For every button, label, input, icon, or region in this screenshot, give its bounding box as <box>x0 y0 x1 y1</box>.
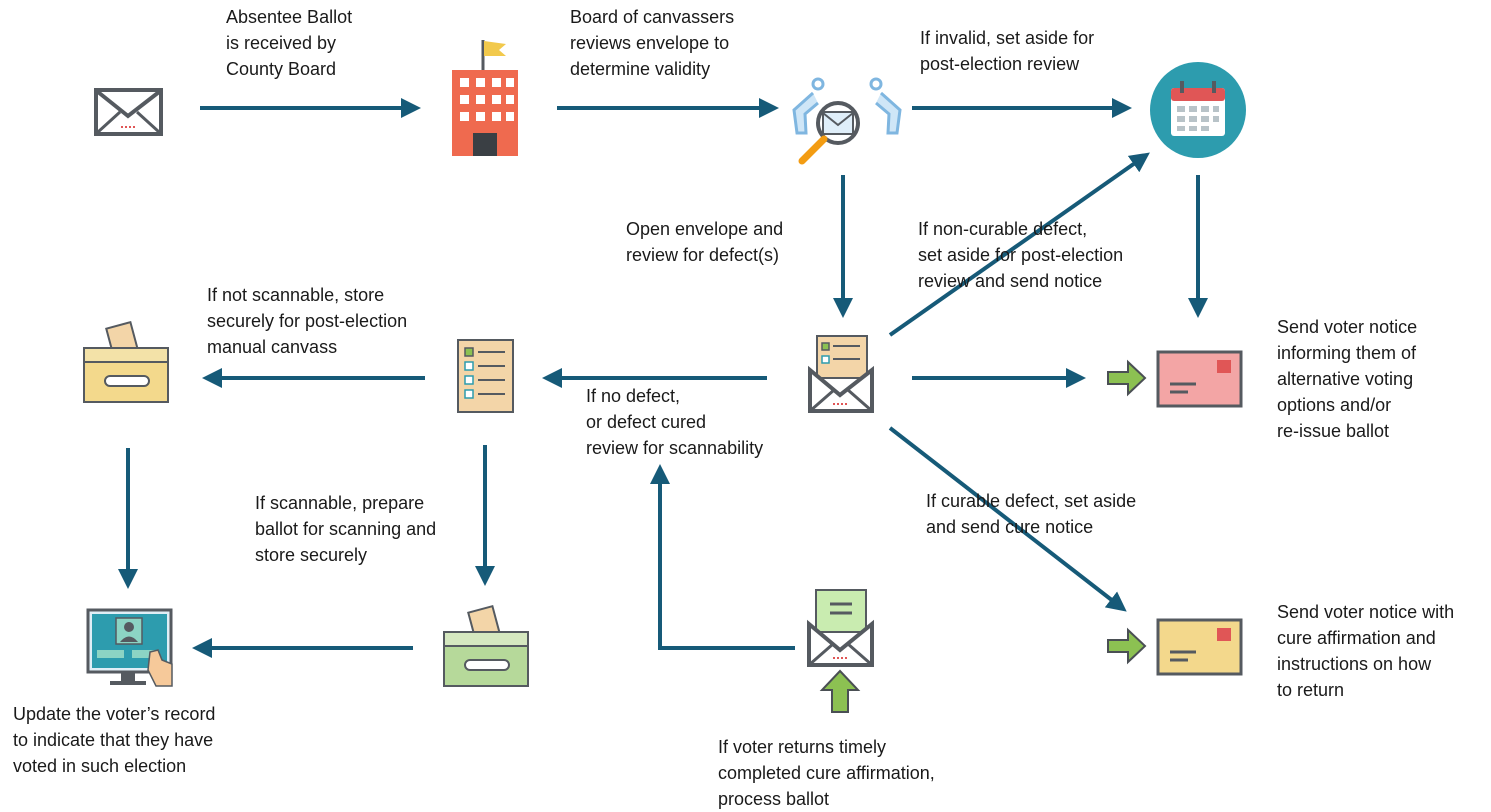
ballot-box-green-icon <box>443 604 529 687</box>
label-invalid: If invalid, set aside for post-election … <box>920 28 1095 74</box>
label-scannable: If scannable, prepare ballot for scannin… <box>255 493 437 565</box>
ballot-checklist-icon <box>457 339 514 413</box>
label-send-notice-cure: Send voter notice with cure affirmation … <box>1277 602 1455 700</box>
arrow-open-to-calendar <box>888 152 1150 337</box>
label-received: Absentee Ballot is received by County Bo… <box>226 7 353 79</box>
open-envelope-checklist-icon <box>808 335 874 413</box>
green-up-arrow-icon <box>819 669 861 713</box>
label-voter-returns: If voter returns timely completed cure a… <box>718 737 935 809</box>
label-non-curable: If non-curable defect, set aside for pos… <box>918 219 1124 291</box>
label-not-scannable: If not scannable, store securely for pos… <box>207 285 408 357</box>
county-building-icon <box>452 40 518 156</box>
label-update-record: Update the voter’s record to indicate th… <box>13 704 216 776</box>
returned-envelope-icon <box>807 589 874 667</box>
arrow-return-to-scannability <box>650 464 795 650</box>
notice-envelope-yellow-icon <box>1107 618 1243 676</box>
voter-record-computer-icon <box>86 608 173 687</box>
notice-envelope-pink-icon <box>1107 350 1243 408</box>
calendar-icon <box>1150 62 1246 158</box>
envelope-icon <box>94 88 163 136</box>
label-canvassers-review: Board of canvassers reviews envelope to … <box>570 7 735 79</box>
label-open-envelope: Open envelope and review for defect(s) <box>626 219 784 265</box>
ballot-box-yellow-icon <box>83 320 169 403</box>
label-no-defect: If no defect, or defect cured review for… <box>586 386 764 458</box>
canvassers-inspect-envelope-icon <box>792 77 902 165</box>
label-curable-defect: If curable defect, set aside and send cu… <box>926 491 1137 537</box>
arrow-open-to-cure-notice <box>888 426 1127 612</box>
label-send-notice-alternative: Send voter notice informing them of alte… <box>1277 317 1418 441</box>
